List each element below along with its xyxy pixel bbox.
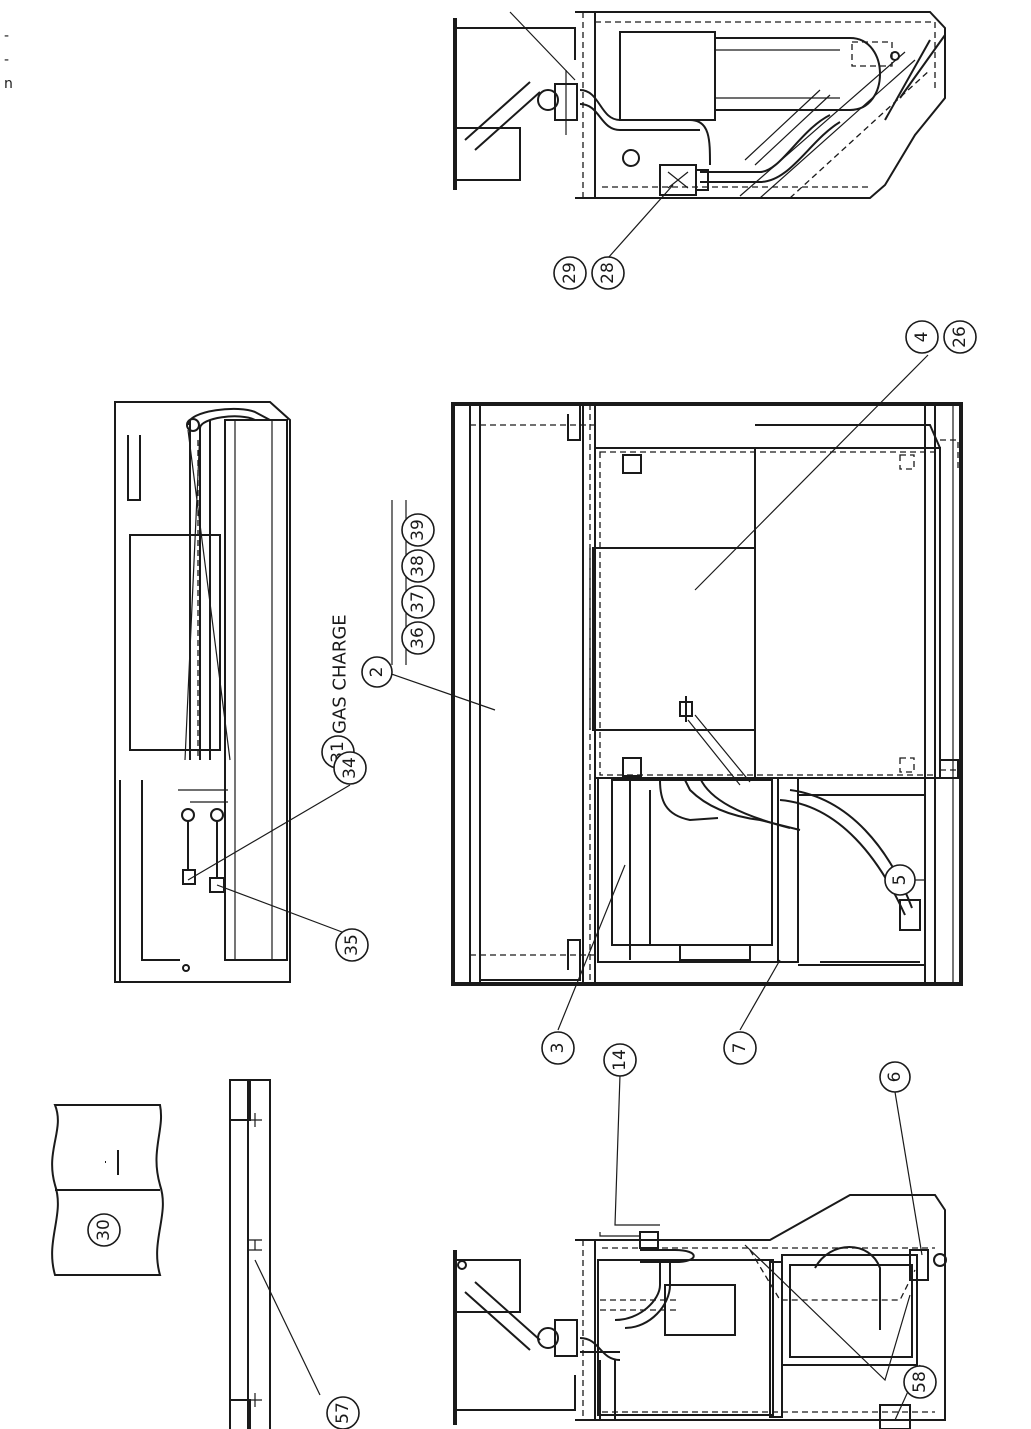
callout-34: 34 [333, 751, 367, 785]
gas-charge-group: 31 GAS CHARGE [321, 614, 355, 769]
callout-58-label: 58 [910, 1371, 930, 1393]
central-front-view [451, 402, 963, 986]
callout-4: 4 [905, 320, 939, 354]
edge-text-3: n [4, 76, 13, 92]
callout-58: 58 [903, 1365, 937, 1399]
callout-26: 26 [943, 320, 977, 354]
label-view [51, 1104, 164, 1276]
callout-4-label: 4 [912, 332, 932, 343]
callout-3-label: 3 [548, 1043, 568, 1054]
callout-38: 38 [401, 549, 435, 583]
callout-28-label: 28 [598, 262, 618, 284]
callout-36-label: 36 [408, 627, 428, 649]
gas-charge-label: GAS CHARGE [330, 614, 351, 734]
callout-26-label: 26 [950, 326, 970, 348]
top-side-view [453, 11, 946, 199]
callout-34-label: 34 [340, 757, 360, 779]
callout-14-label: 14 [610, 1049, 630, 1071]
callout-30: 30 [87, 1213, 121, 1247]
callout-2: 2 [361, 656, 393, 688]
callout-7: 7 [723, 1031, 757, 1065]
callout-5: 5 [884, 864, 916, 896]
callout-14: 14 [603, 1043, 637, 1077]
callout-39: 39 [401, 513, 435, 547]
callout-57: 57 [326, 1396, 360, 1429]
callout-36: 36 [401, 621, 435, 655]
callout-57-label: 57 [333, 1402, 353, 1424]
callout-29-label: 29 [560, 262, 580, 284]
bracket-view [229, 1079, 321, 1429]
callout-5-label: 5 [890, 875, 910, 886]
callout-35: 35 [335, 928, 369, 962]
callout-35-label: 35 [342, 934, 362, 956]
callout-29: 29 [553, 256, 587, 290]
callout-6-label: 6 [885, 1072, 905, 1083]
callout-28: 28 [591, 256, 625, 290]
leader-lines [187, 184, 929, 1421]
edge-text-1: - [4, 28, 9, 44]
callout-6: 6 [879, 1061, 911, 1093]
callout-3: 3 [541, 1031, 575, 1065]
callout-37-label: 37 [408, 591, 428, 613]
edge-text: - - n [4, 28, 13, 92]
callout-30-label: 30 [94, 1219, 114, 1241]
callout-7-label: 7 [730, 1043, 750, 1054]
edge-text-2: - [4, 52, 9, 68]
bottom-side-view [453, 1194, 947, 1429]
rear-panel-view [114, 401, 291, 983]
callout-39-label: 39 [408, 519, 428, 541]
callout-37: 37 [401, 585, 435, 619]
callout-38-label: 38 [408, 555, 428, 577]
callout-2-label: 2 [367, 667, 387, 678]
